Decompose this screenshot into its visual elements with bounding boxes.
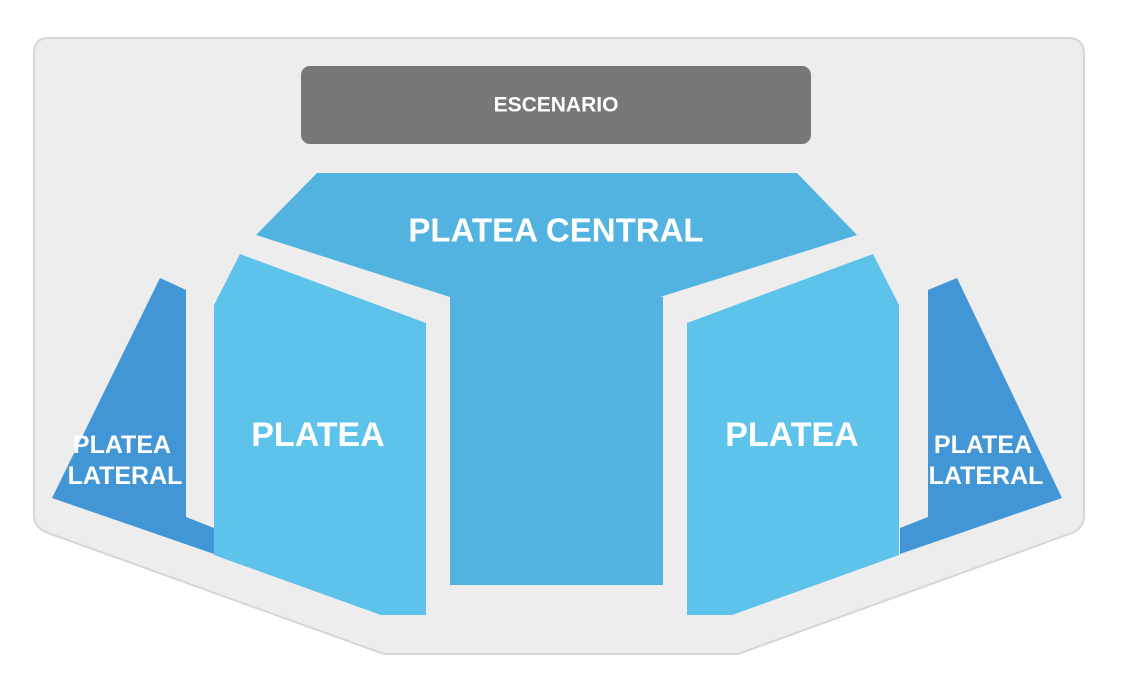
stage: ESCENARIO [301, 66, 811, 144]
platea-left-shape [214, 254, 426, 615]
platea-lateral-right-label: PLATEA LATERAL [929, 431, 1044, 490]
platea-lateral-left-line-1: PLATEA [73, 431, 171, 459]
platea-left-label: PLATEA [251, 416, 384, 454]
stage-block [301, 66, 811, 144]
platea-lateral-left-label: PLATEA LATERAL [68, 431, 183, 490]
platea-right-label: PLATEA [725, 416, 858, 454]
section-platea-central[interactable]: PLATEA CENTRAL [256, 173, 857, 585]
section-platea-right[interactable]: PLATEA [687, 254, 899, 615]
platea-lateral-left-shape [52, 278, 214, 554]
platea-right-shape [687, 254, 899, 615]
section-platea-lateral-left[interactable]: PLATEA LATERAL [52, 278, 214, 554]
platea-lateral-right-line-2: LATERAL [929, 462, 1044, 490]
platea-lateral-right-shape [900, 278, 1062, 554]
platea-lateral-right-line-1: PLATEA [934, 431, 1032, 459]
stage-label: ESCENARIO [494, 94, 619, 117]
section-platea-lateral-right[interactable]: PLATEA LATERAL [900, 278, 1062, 554]
section-platea-left[interactable]: PLATEA [214, 254, 426, 615]
platea-lateral-left-line-2: LATERAL [68, 462, 183, 490]
platea-central-shape [256, 173, 857, 585]
platea-central-label: PLATEA CENTRAL [408, 212, 703, 249]
